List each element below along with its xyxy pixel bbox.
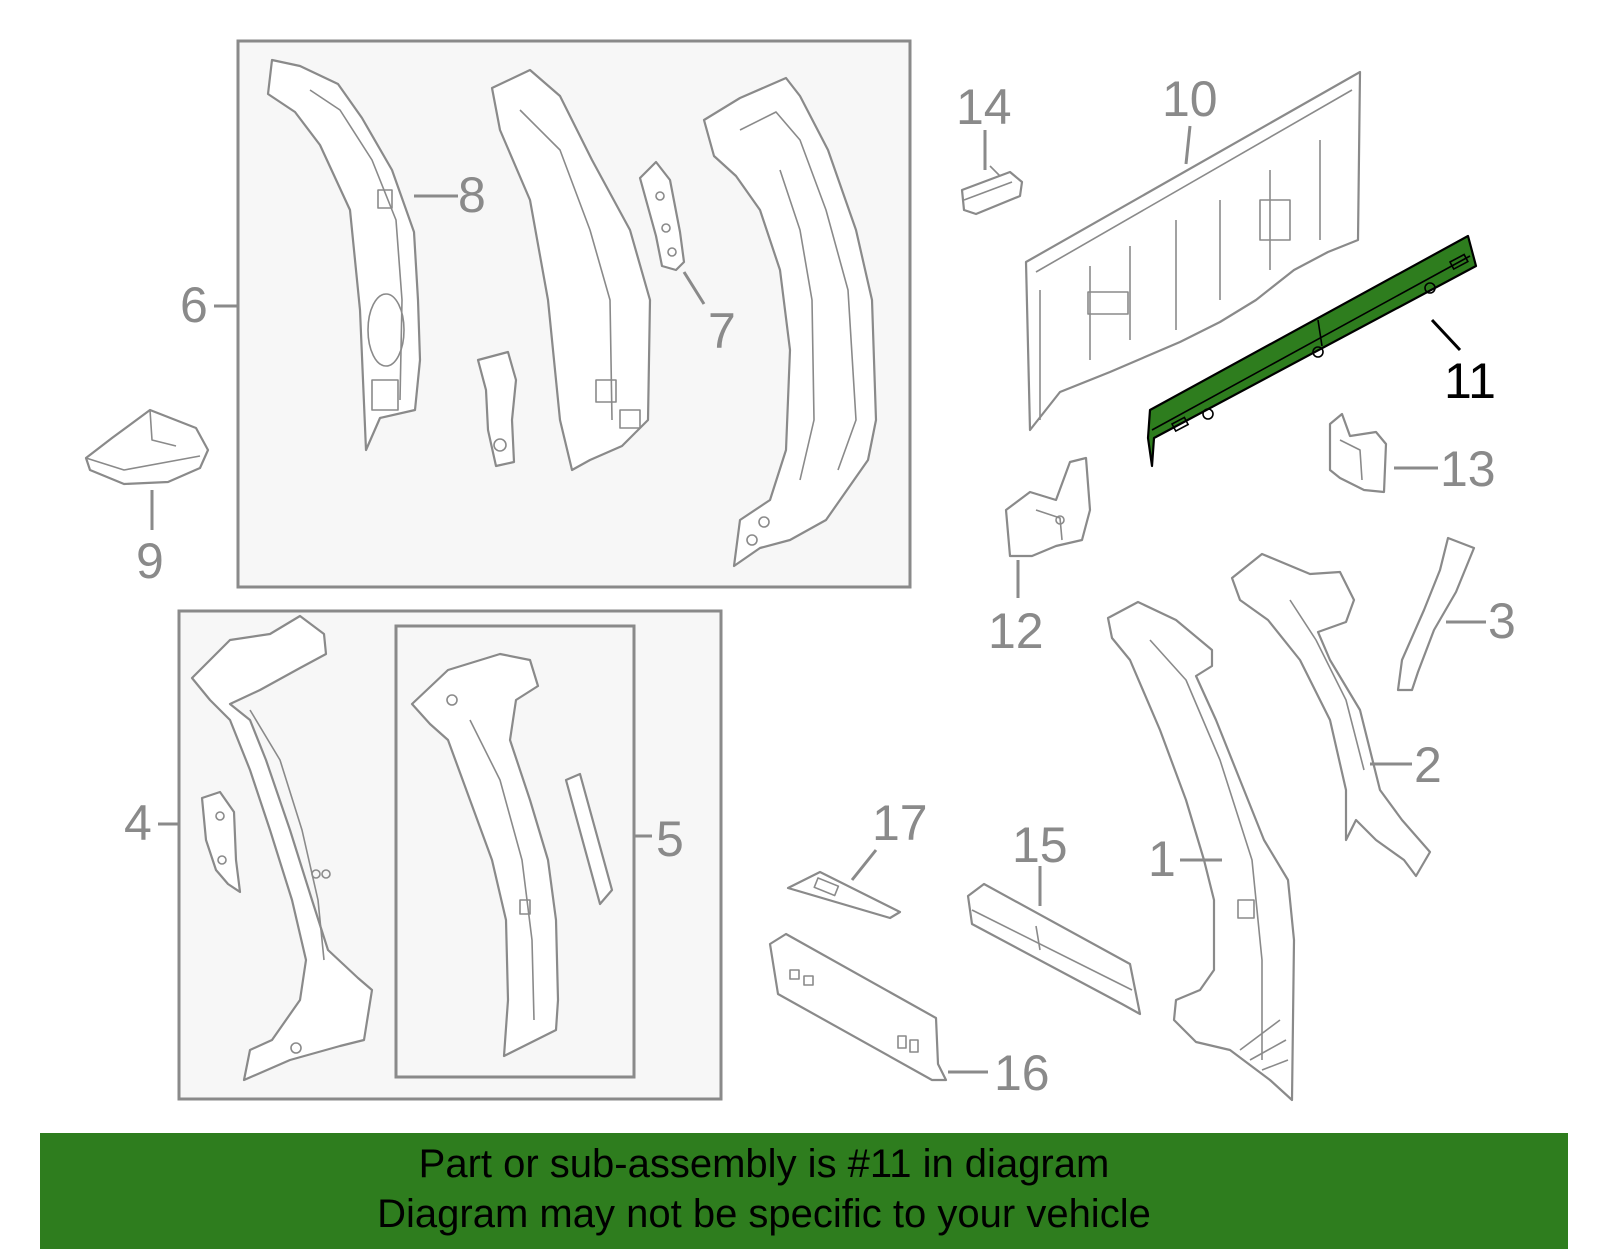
callout-6: 6 [180, 277, 208, 333]
part-13[interactable] [1328, 412, 1388, 494]
part-15[interactable] [966, 882, 1142, 1016]
callout-13: 13 [1440, 441, 1496, 497]
part-10[interactable] [1024, 70, 1362, 432]
part-1[interactable] [1106, 600, 1296, 1102]
leader-7 [682, 271, 706, 305]
callout-1: 1 [1148, 831, 1176, 887]
callout-2: 2 [1414, 737, 1442, 793]
part-6-outer-pillar[interactable] [702, 76, 878, 568]
callout-14: 14 [956, 79, 1012, 135]
part-7[interactable] [638, 160, 686, 272]
leader-11 [1430, 318, 1462, 352]
part-2[interactable] [1230, 552, 1432, 878]
callout-3: 3 [1488, 593, 1516, 649]
small-bracket-group-6[interactable] [476, 350, 518, 468]
part-5-pillar[interactable] [410, 652, 560, 1058]
part-16[interactable] [768, 932, 948, 1082]
part-4-pillar[interactable] [190, 614, 374, 1082]
callout-17: 17 [872, 795, 928, 851]
part-6-center-reinforcement[interactable] [490, 68, 652, 472]
callout-5: 5 [656, 811, 684, 867]
callout-12: 12 [988, 603, 1044, 659]
part-12[interactable] [1004, 456, 1092, 558]
part-11-highlighted[interactable] [1146, 234, 1478, 468]
part-14[interactable] [960, 165, 1024, 216]
banner-line-2: Diagram may not be specific to your vehi… [377, 1192, 1151, 1236]
part-9[interactable] [84, 408, 210, 486]
callout-9: 9 [136, 533, 164, 589]
callout-8: 8 [458, 167, 486, 223]
callout-11: 11 [1444, 353, 1496, 409]
leader-17 [850, 849, 878, 881]
callout-15: 15 [1012, 817, 1068, 873]
part-17[interactable] [786, 870, 902, 920]
part-3[interactable] [1396, 536, 1476, 692]
banner-line-1: Part or sub-assembly is #11 in diagram [418, 1142, 1110, 1186]
part-8[interactable] [266, 58, 422, 452]
part-4-plate[interactable] [200, 790, 242, 894]
callout-16: 16 [994, 1045, 1050, 1101]
info-banner: Part or sub-assembly is #11 in diagram D… [40, 1133, 1568, 1249]
callout-7: 7 [708, 303, 736, 359]
part-5-strip[interactable] [564, 772, 614, 906]
callout-4: 4 [124, 795, 152, 851]
leader-10 [1184, 125, 1192, 165]
callout-10: 10 [1162, 71, 1218, 127]
